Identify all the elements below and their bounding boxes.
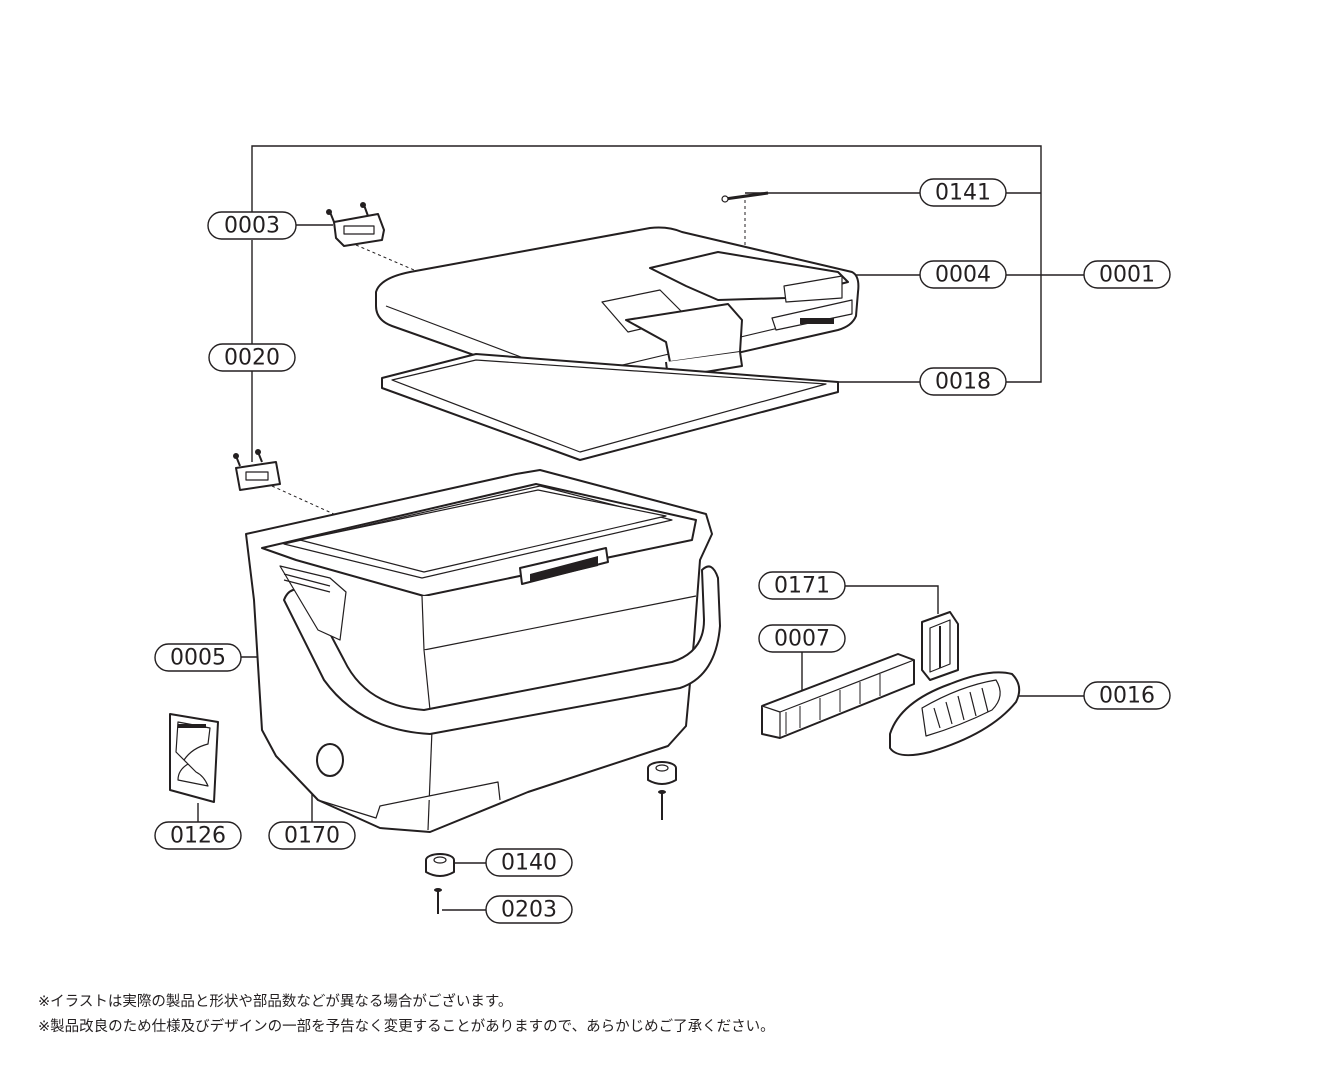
label-0018: 0018 <box>919 367 1007 396</box>
label-0001: 0001 <box>1083 260 1171 289</box>
screw-part-0203 <box>434 888 442 914</box>
disclaimer-line-1: ※イラストは実際の製品と形状や部品数などが異なる場合がございます。 <box>38 994 513 1010</box>
label-0020-text: 0020 <box>224 346 280 371</box>
label-0203: 0203 <box>485 895 573 924</box>
label-0203-text: 0203 <box>501 898 557 923</box>
label-0020: 0020 <box>208 343 296 372</box>
gasket-part-0018 <box>381 353 839 461</box>
label-0141-text: 0141 <box>935 181 991 206</box>
hinge-plate-part-0020 <box>233 449 281 491</box>
label-0007: 0007 <box>758 624 846 653</box>
label-0171-text: 0171 <box>774 574 830 599</box>
label-0016: 0016 <box>1083 681 1171 710</box>
label-0018-text: 0018 <box>935 370 991 395</box>
label-0140: 0140 <box>485 848 573 877</box>
foot-assembly-right <box>647 761 677 820</box>
label-0126: 0126 <box>154 821 242 850</box>
hinge-part-0003 <box>326 202 385 247</box>
label-0171: 0171 <box>758 571 846 600</box>
disclaimer-notes: ※イラストは実際の製品と形状や部品数などが異なる場合がございます。 ※製品改良の… <box>38 990 775 1040</box>
label-0170-text: 0170 <box>284 824 340 849</box>
label-0005: 0005 <box>154 643 242 672</box>
label-0004: 0004 <box>919 260 1007 289</box>
label-0170: 0170 <box>268 821 356 850</box>
body-part-0005 <box>245 469 721 833</box>
foot-part-0140 <box>425 853 455 877</box>
label-0126-text: 0126 <box>170 824 226 849</box>
label-0001-text: 0001 <box>1099 263 1155 288</box>
label-0004-text: 0004 <box>935 263 991 288</box>
label-0003: 0003 <box>207 211 297 240</box>
label-0005-text: 0005 <box>170 646 226 671</box>
lid-part-0004 <box>375 226 860 387</box>
pin-part-0141 <box>721 191 769 203</box>
shoulder-pad-part-0016 <box>889 671 1021 757</box>
label-0007-text: 0007 <box>774 627 830 652</box>
label-0003-text: 0003 <box>224 214 280 239</box>
strap-part-0007 <box>761 653 915 739</box>
label-0016-text: 0016 <box>1099 684 1155 709</box>
disclaimer-line-2: ※製品改良のため仕様及びデザインの一部を予告なく変更することがありますので、あら… <box>38 1019 775 1035</box>
buckle-part-0171 <box>921 611 959 681</box>
label-0140-text: 0140 <box>501 851 557 876</box>
leader-lines <box>197 145 1085 911</box>
label-0141: 0141 <box>919 178 1007 207</box>
plate-part-0126 <box>169 713 219 803</box>
